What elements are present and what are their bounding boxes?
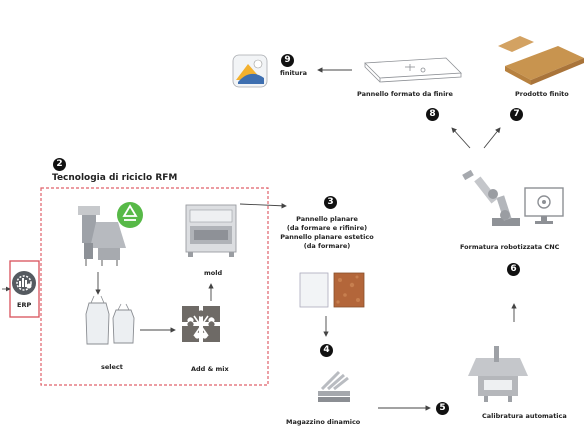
step-3-line4: (da formare) [303, 242, 351, 250]
bigbag-icon [85, 295, 135, 345]
step-3-line2: (da formare e rifinire) [286, 224, 368, 232]
step-7-badge: 7 [510, 108, 523, 121]
press-machine-icon [185, 204, 237, 257]
step-5-badge: 5 [436, 402, 449, 415]
step-3-badge: 3 [324, 196, 337, 209]
finishing-app-icon [232, 54, 268, 88]
step-9-badge: 9 [281, 54, 294, 67]
step-5-label: Calibratura automatica [482, 412, 567, 420]
step-2-badge: 2 [53, 158, 66, 171]
rfm-dashed-frame [40, 187, 269, 386]
calibration-machine-icon [468, 346, 528, 402]
panel-swatch-white [299, 272, 329, 308]
recycle-icon [117, 202, 143, 228]
addmix-label: Add & mix [191, 365, 229, 373]
puzzle-icon [182, 306, 220, 342]
step-6-label: Formatura robotizzata CNC [460, 243, 560, 251]
monitor-gear-icon [524, 187, 564, 224]
step-7-label: Prodotto finito [515, 90, 569, 98]
step-9-label: finitura [280, 69, 307, 77]
mold-label: mold [204, 269, 223, 277]
step-2-title: Tecnologia di riciclo RFM [52, 173, 178, 183]
arrow-cnc-to-finished [483, 127, 501, 149]
arrow-cnc-to-unfinished [451, 127, 471, 149]
arrow-mold-to-panel [239, 203, 287, 209]
wood-product-icon [498, 36, 584, 85]
erp-gear-icon [12, 271, 36, 295]
robot-arm-icon [462, 169, 520, 226]
select-label: select [101, 363, 123, 371]
step-3-line1: Pannello planare [296, 215, 358, 223]
storage-stack-icon [318, 370, 350, 402]
step-8-badge: 8 [426, 108, 439, 121]
step-8-label: Pannello formato da finire [357, 90, 453, 98]
step-6-badge: 6 [507, 263, 520, 276]
step-4-label: Magazzino dinamico [286, 418, 361, 426]
panel-texture [336, 275, 360, 304]
step-3-label: Pannello planare (da formare e rifinire)… [278, 215, 376, 251]
formed-panel-icon [364, 57, 462, 83]
erp-label: ERP [17, 301, 32, 309]
step-4-badge: 4 [320, 344, 333, 357]
step-3-line3: Pannello planare estetico [280, 233, 374, 241]
shredder-machine-icon [78, 206, 126, 266]
